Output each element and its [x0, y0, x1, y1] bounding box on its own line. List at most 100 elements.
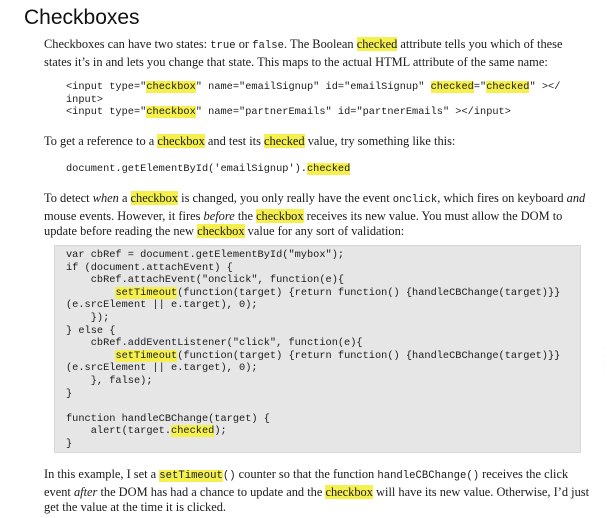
code-line: setTimeout(function(target) {return func… — [66, 349, 580, 363]
code-line: function handleCBChange(target) { — [66, 413, 580, 426]
emphasis-text: before — [203, 208, 235, 223]
code-text: (function(target) {return function() {ha… — [177, 286, 561, 299]
text-run: To get a reference to a — [44, 134, 158, 148]
code-text: }); — [66, 311, 110, 324]
code-line: var cbRef = document.getElementById("myb… — [66, 249, 580, 262]
code-line: if (document.attachEvent) { — [66, 262, 580, 275]
code-line: (e.srcElement || e.target), 0); — [66, 362, 580, 375]
text-run: the — [234, 208, 257, 223]
code-text: } else { — [66, 324, 116, 337]
js-reference-example: document.getElementById('emailSignup').c… — [66, 163, 351, 176]
event-handler-code-example: var cbRef = document.getElementById("myb… — [54, 245, 581, 453]
text-run: will have its new value. Otherwise, I’d … — [44, 484, 590, 515]
highlighted-term: checkbox — [157, 134, 205, 148]
text-run: or — [235, 37, 253, 51]
highlighted-term: checked — [171, 425, 215, 438]
text-run: value, try something like this: — [304, 134, 456, 148]
emphasis-text: and — [566, 191, 586, 205]
highlighted-term: checked — [356, 37, 398, 51]
code-line: alert(target.checked); — [66, 425, 580, 438]
inline-code: false — [252, 40, 284, 52]
code-text: cbRef.attachEvent("onclick", function(e)… — [66, 274, 345, 287]
code-text: alert(target. — [66, 425, 172, 438]
code-line: (e.srcElement || e.target), 0); — [66, 299, 580, 312]
detect-change-paragraph: To detect when a checkbox is changed, yo… — [44, 191, 592, 240]
code-text — [66, 350, 115, 362]
code-text: if (document.attachEvent) { — [66, 261, 233, 274]
inline-code: true — [210, 40, 236, 52]
code-text: " name="partnerEmails" id="partnerEmails… — [195, 106, 511, 119]
text-run: To detect — [44, 191, 93, 205]
emphasis-text: after — [73, 484, 98, 499]
highlighted-term: checked — [486, 81, 530, 93]
code-text: =" — [473, 81, 487, 93]
code-line: }, false); — [66, 375, 580, 388]
intro-paragraph: Checkboxes can have two states: true or … — [44, 37, 592, 70]
code-text: }, false); — [66, 374, 153, 387]
text-run: . The Boolean — [283, 37, 357, 51]
code-line: <input type="checkbox" name="emailSignup… — [66, 81, 560, 94]
highlighted-term: setTimeout — [115, 286, 178, 299]
text-run: receives its new value. You must allow t… — [44, 208, 563, 239]
code-text: function handleCBChange(target) { — [66, 412, 270, 425]
code-line: cbRef.addEventListener("click", function… — [66, 337, 580, 350]
code-line: <input type="checkbox" name="partnerEmai… — [66, 106, 560, 119]
code-line: } — [66, 388, 580, 401]
code-text: } — [66, 387, 73, 400]
code-text: var cbRef = document.getElementById("myb… — [66, 249, 345, 261]
highlighted-term: checkbox — [256, 208, 304, 223]
code-text — [66, 287, 115, 299]
highlighted-term: checkbox — [146, 81, 196, 93]
text-run: In this example, I set a — [44, 467, 160, 481]
code-text: (function(target) {return function() {ha… — [177, 349, 561, 362]
code-text: (e.srcElement || e.target), 0); — [66, 362, 258, 375]
text-run: Checkboxes can have two states: — [44, 37, 211, 51]
code-text: ); — [214, 425, 227, 438]
text-run: mouse events. However, it fires — [44, 208, 204, 223]
code-line: } else { — [66, 325, 580, 338]
highlighted-term: setTimeout — [115, 349, 178, 362]
code-block: document.getElementById('emailSignup').c… — [66, 163, 351, 176]
code-block: <input type="checkbox" name="emailSignup… — [66, 81, 560, 119]
section-title: Checkboxes — [24, 6, 140, 29]
highlighted-term: checked — [264, 134, 305, 148]
text-run: a — [118, 191, 131, 205]
code-line: document.getElementById('emailSignup').c… — [66, 163, 351, 176]
code-text: document.getElementById('emailSignup'). — [66, 163, 307, 175]
highlighted-term: setTimeout — [159, 470, 223, 482]
emphasis-text: when — [92, 191, 119, 205]
text-run: receives the click event — [44, 467, 569, 499]
code-text: " name="emailSignup" id="emailSignup" — [195, 81, 431, 93]
highlighted-term: checkbox — [146, 106, 196, 119]
explanation-paragraph: In this example, I set a setTimeout() co… — [44, 467, 592, 516]
page-edge-marks: ···· — [603, 346, 605, 373]
highlighted-term: checked — [430, 81, 474, 93]
code-line: cbRef.attachEvent("onclick", function(e)… — [66, 274, 580, 287]
text-run: is changed, you only really have the eve… — [178, 191, 393, 205]
html-code-example: <input type="checkbox" name="emailSignup… — [66, 81, 560, 119]
code-line: input> — [66, 94, 560, 107]
text-run: attribute tells you which of these state… — [44, 37, 563, 69]
reference-paragraph: To get a reference to a checkbox and tes… — [44, 134, 592, 150]
code-line: setTimeout(function(target) {return func… — [66, 286, 580, 300]
code-text: " ></ — [529, 81, 561, 93]
code-text: <input type=" — [66, 106, 147, 119]
inline-code: handleCBChange() — [377, 470, 480, 482]
code-text: cbRef.addEventListener("click", function… — [66, 337, 363, 350]
highlighted-term: checkbox — [197, 224, 245, 239]
inline-code: () — [222, 470, 236, 482]
text-run: and test its — [204, 134, 265, 148]
code-text: input> — [66, 93, 104, 106]
text-run: the DOM has had a chance to update and t… — [97, 484, 326, 499]
highlighted-term: checkbox — [325, 484, 373, 499]
inline-code: onclick — [392, 194, 438, 206]
code-line: }); — [66, 312, 580, 325]
code-text: (e.srcElement || e.target), 0); — [66, 299, 258, 312]
code-line — [66, 400, 580, 413]
code-text: } — [66, 437, 73, 450]
code-text: <input type=" — [66, 81, 147, 93]
highlighted-term: checkbox — [130, 191, 179, 205]
code-block: var cbRef = document.getElementById("myb… — [66, 249, 580, 451]
highlighted-term: checked — [307, 163, 351, 175]
text-run: counter so that the function — [235, 467, 378, 481]
